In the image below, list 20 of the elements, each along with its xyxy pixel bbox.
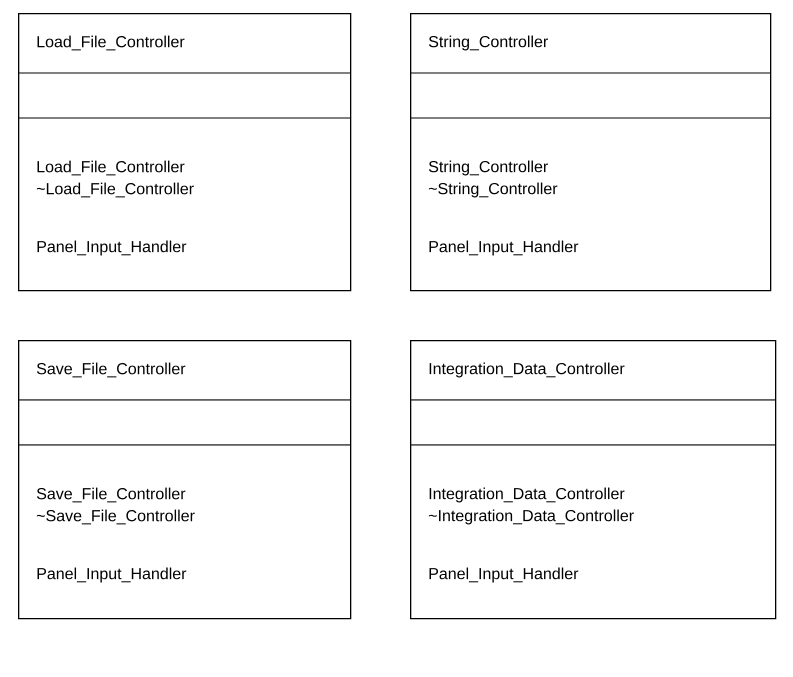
- class-name: Save_File_Controller: [36, 362, 186, 378]
- method-name: ~Load_File_Controller: [36, 182, 194, 198]
- method-name: Panel_Input_Handler: [430, 240, 578, 256]
- method-name: Save_File_Controller: [36, 488, 186, 502]
- method-name: Panel_Input_Handler: [430, 568, 578, 582]
- method-name: ~Integration_Data_Controller: [428, 510, 634, 524]
- class-box: [410, 13, 772, 292]
- method-name: Load_File_Controller: [38, 160, 184, 176]
- method-name: Panel_Input_Handler: [38, 568, 186, 582]
- class-box: [18, 340, 352, 620]
- class-box: [410, 340, 776, 620]
- method-name: ~Save_File_Controller: [36, 510, 195, 524]
- class-box: [18, 13, 352, 292]
- method-name: String_Controller: [428, 160, 548, 176]
- class-name: String_Controller: [428, 36, 548, 50]
- class-name: Integration_Data_Controller: [430, 362, 624, 378]
- method-name: Panel_Input_Handler: [38, 240, 186, 256]
- class-name: Load_File_Controller: [38, 36, 184, 50]
- method-name: ~String_Controller: [428, 182, 558, 198]
- method-name: Integration_Data_Controller: [430, 488, 624, 502]
